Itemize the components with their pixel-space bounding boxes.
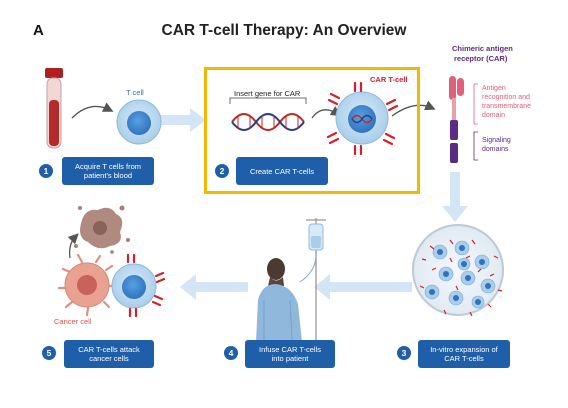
iv-bag-icon [299,218,326,348]
step-5-line-2: cancer cells [89,354,129,363]
dna-strand-icon [231,113,305,131]
step-1-number: 1 [39,164,53,178]
signaling-line-1: Signaling [482,137,511,144]
t-cell-label: T cell [126,88,144,97]
receptor-title-line-1: Chimeric antigen [452,44,513,53]
highlight-box-step-2 [204,67,420,194]
cancer-cell-icon [57,253,117,317]
car-t-cell-icon [326,81,399,156]
car-t-cell-label: CAR T-cell [370,75,408,84]
step-4-number: 4 [224,346,238,360]
step-2-number: 2 [215,164,229,178]
antigen-line-4: domain [482,112,505,119]
petri-dish-icon [412,224,504,317]
step-3-line-2: CAR T-cells [444,354,484,363]
step-3-line-1: In-vitro expansion of [430,345,498,354]
dead-cancer-cell-icon [74,205,130,254]
step-3-number: 3 [397,346,411,360]
signaling-line-2: domains [482,146,509,153]
antigen-line-2: recognition and [482,94,530,101]
attacking-car-t-cell-icon [111,253,166,318]
antigen-line-1: Antigen [482,85,506,92]
step-4-line-1: Infuse CAR T-cells [259,345,321,354]
step-2-line-1: Create CAR T-cells [249,166,315,176]
diagram-title: CAR T-cell Therapy: An Overview [161,22,407,39]
step-1-line-2: patient's blood [83,171,133,180]
patient-icon [256,258,302,342]
insert-gene-label: Insert gene for CAR [234,89,301,98]
t-cell-icon [116,99,162,145]
step-5-line-1: CAR T-cells attack [78,345,140,354]
step-5-number: 5 [42,346,56,360]
flow-arrows [160,108,468,300]
step-4-line-2: into patient [271,354,309,363]
car-receptor-icon [449,76,478,163]
signaling-domain-label: Signaling domains [482,136,511,154]
cancer-cell-label: Cancer cell [54,317,92,326]
blood-tube-icon [45,68,63,149]
step-1-line-1: Acquire T cells from [75,162,141,171]
panel-letter: A [33,22,44,39]
receptor-title-line-2: receptor (CAR) [454,54,508,63]
antigen-domain-label: Antigen recognition and transmembrane do… [482,84,531,120]
step-2-box: Create CAR T-cells [236,157,328,185]
antigen-line-3: transmembrane [482,103,532,110]
